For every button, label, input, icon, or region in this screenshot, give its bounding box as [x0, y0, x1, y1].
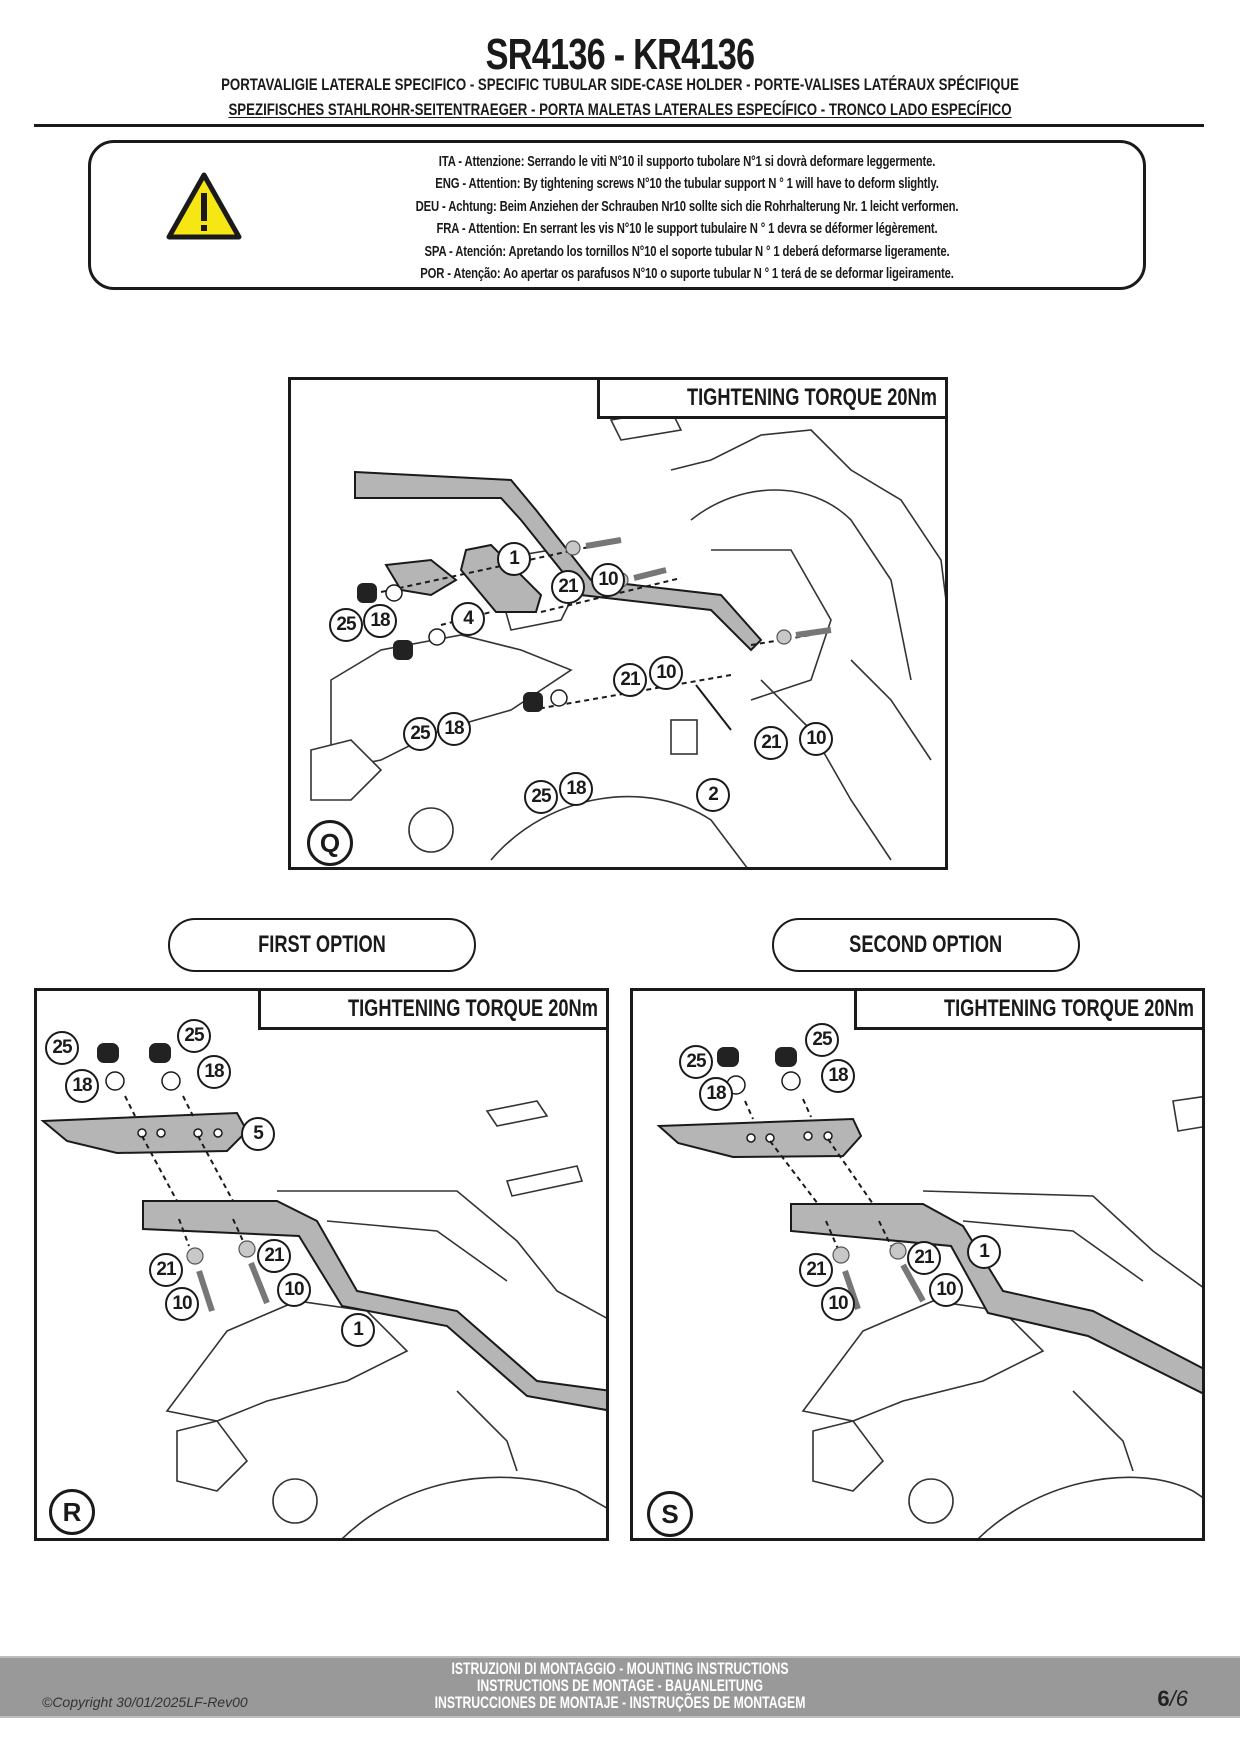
part-callout-21: 21 [907, 1241, 941, 1275]
warning-line-por: POR - Atenção: Ao apertar os parafusos N… [420, 266, 954, 283]
top-plate-part [656, 1117, 863, 1159]
part-callout-25: 25 [679, 1045, 713, 1079]
part-callout-10: 10 [799, 722, 833, 756]
second-option-label: SECOND OPTION [772, 918, 1080, 972]
part-callout-21: 21 [257, 1239, 291, 1273]
part-callout-10: 10 [591, 563, 625, 597]
warning-notice-box: ITA - Attenzione: Serrando le viti N°10 … [88, 140, 1146, 290]
part-callout-1: 1 [497, 542, 531, 576]
part-callout-18: 18 [363, 604, 397, 638]
part-callout-25: 25 [403, 717, 437, 751]
part-callout-25: 25 [177, 1019, 211, 1053]
rubber-grommets [717, 1047, 797, 1067]
part-callout-4: 4 [451, 602, 485, 636]
part-callout-25: 25 [524, 780, 558, 814]
warning-line-fra: FRA - Attention: En serrant les vis N°10… [436, 221, 938, 238]
figure-r-panel: 25 25 18 18 5 21 21 10 10 1 R TIGHTENING… [34, 988, 609, 1541]
figure-letter-q: Q [307, 820, 353, 866]
footer-bar: ©Copyright 30/01/2025LF-Rev00 ISTRUZIONI… [0, 1656, 1240, 1718]
first-option-label: FIRST OPTION [168, 918, 476, 972]
part-callout-10: 10 [649, 656, 683, 690]
warning-line-eng: ENG - Attention: By tightening screws N°… [435, 176, 939, 193]
part-callout-10: 10 [929, 1273, 963, 1307]
warning-text-block: ITA - Attenzione: Serrando le viti N°10 … [271, 151, 1103, 285]
part-callout-21: 21 [149, 1253, 183, 1287]
document-subtitle-line-1: PORTAVALIGIE LATERALE SPECIFICO - SPECIF… [221, 75, 1019, 94]
part-callout-18: 18 [699, 1077, 733, 1111]
page-current: 6 [1157, 1686, 1170, 1711]
part-callout-10: 10 [165, 1287, 199, 1321]
warning-line-spa: SPA - Atención: Apretando los tornillos … [424, 243, 950, 260]
part-callout-5: 5 [241, 1117, 275, 1151]
footer-line-1: ISTRUZIONI DI MONTAGGIO - MOUNTING INSTR… [451, 1659, 789, 1678]
page-total: /6 [1169, 1686, 1188, 1711]
part-callout-21: 21 [799, 1253, 833, 1287]
page-number: 6/6 [1157, 1686, 1188, 1712]
part-callout-10: 10 [277, 1273, 311, 1307]
rubber-grommets [97, 1043, 171, 1063]
torque-label: TIGHTENING TORQUE 20Nm [258, 991, 606, 1030]
part-callout-18: 18 [821, 1059, 855, 1093]
figure-letter-r: R [49, 1489, 95, 1535]
document-subtitle-line-2: SPEZIFISCHES STAHLROHR-SEITENTRAEGER - P… [228, 100, 1012, 119]
warning-triangle-icon [166, 172, 242, 240]
footer-instructions-title: ISTRUZIONI DI MONTAGGIO - MOUNTING INSTR… [0, 1660, 1240, 1711]
part-callout-1: 1 [967, 1235, 1001, 1269]
header-divider [34, 124, 1204, 127]
part-callout-25: 25 [805, 1023, 839, 1057]
part-callout-21: 21 [551, 570, 585, 604]
warning-line-deu: DEU - Achtung: Beim Anziehen der Schraub… [415, 198, 959, 215]
footer-line-2: INSTRUCTIONS DE MONTAGE - BAUANLEITUNG [476, 1676, 764, 1695]
part-callout-21: 21 [613, 663, 647, 697]
part-callout-2: 2 [696, 778, 730, 812]
motorcycle-rear-illustration [656, 1047, 1202, 1538]
rubber-grommets [357, 583, 543, 712]
figure-s-panel: 25 25 18 18 21 21 1 10 10 S TIGHTENING T… [630, 988, 1205, 1541]
footer-line-3: INSTRUCCIONES DE MONTAJE - INSTRUÇÕES DE… [434, 1693, 806, 1712]
motorcycle-rear-illustration [310, 409, 945, 867]
document-title: SR4136 - KR4136 [485, 30, 756, 79]
part-callout-1: 1 [341, 1313, 375, 1347]
part-callout-25: 25 [45, 1031, 79, 1065]
torque-label: TIGHTENING TORQUE 20Nm [854, 991, 1202, 1030]
torque-label: TIGHTENING TORQUE 20Nm [597, 380, 945, 419]
part-callout-18: 18 [437, 712, 471, 746]
part-callout-18: 18 [559, 772, 593, 806]
figure-q-panel: 1 21 10 25 18 4 21 10 25 18 21 10 25 18 … [288, 377, 948, 870]
figure-letter-s: S [647, 1491, 693, 1537]
tubular-support-part [354, 470, 763, 652]
part-callout-25: 25 [329, 608, 363, 642]
motorcycle-rear-illustration [40, 1043, 606, 1538]
part-callout-10: 10 [821, 1287, 855, 1321]
part-callout-21: 21 [754, 726, 788, 760]
part-callout-18: 18 [197, 1055, 231, 1089]
warning-line-ita: ITA - Attenzione: Serrando le viti N°10 … [438, 154, 936, 170]
part-callout-18: 18 [65, 1069, 99, 1103]
tubular-support-part [142, 1200, 606, 1411]
copyright-text: ©Copyright 30/01/2025LF-Rev00 [42, 1694, 248, 1710]
